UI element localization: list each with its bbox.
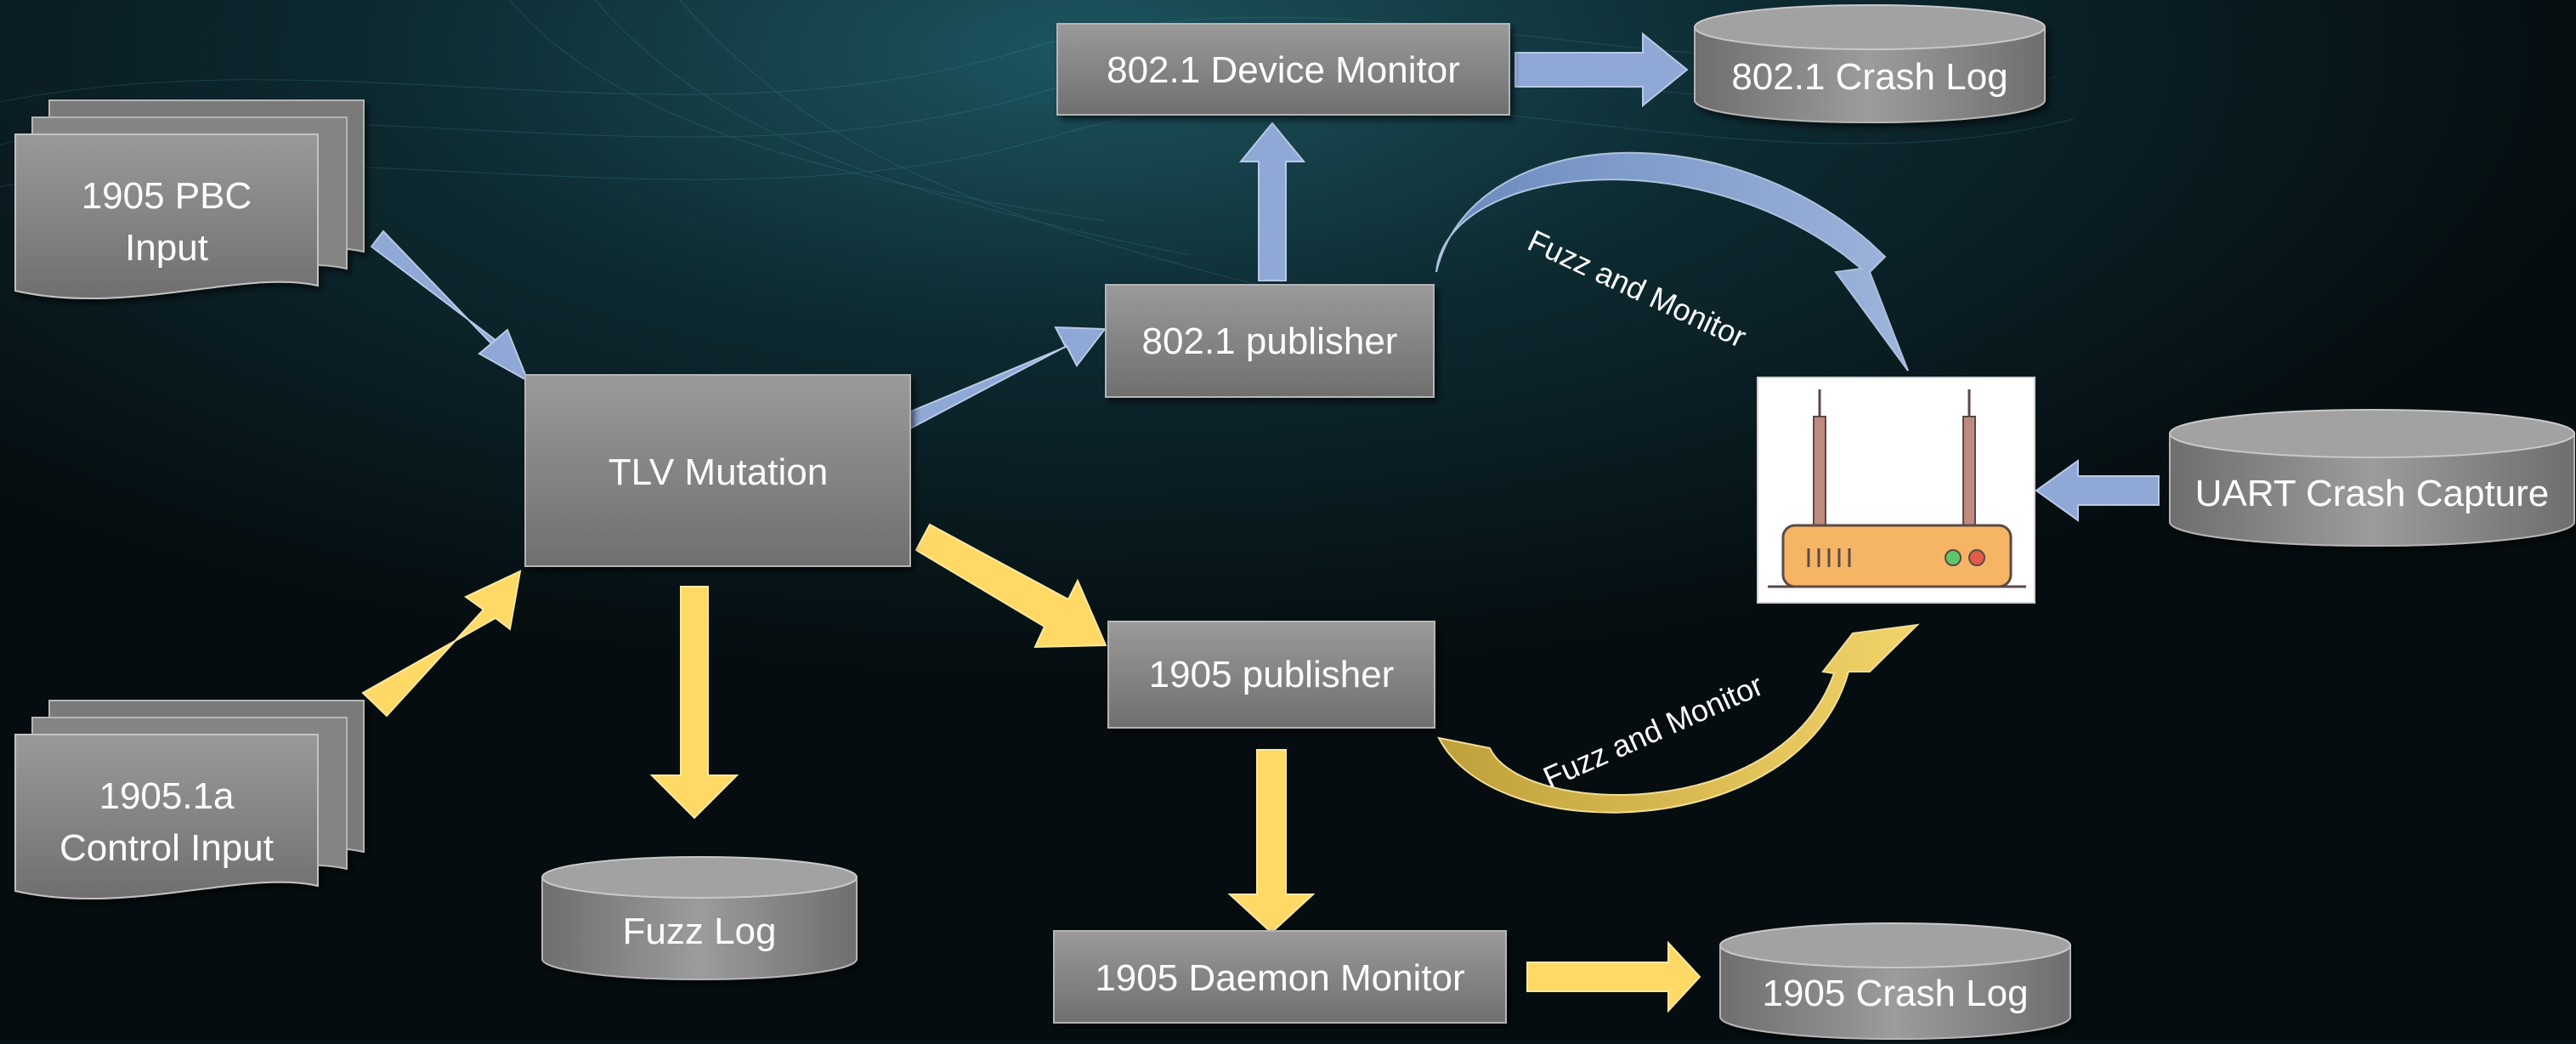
store-8021-crash-log: 802.1 Crash Log (1694, 4, 2046, 123)
input-pbc-stack: 1905 PBC Input (14, 99, 365, 299)
store-uart-crash-capture-label: UART Crash Capture (2195, 473, 2550, 514)
curved-arrow-top (1435, 151, 1909, 372)
process-1905-publisher-label: 1905 publisher (1149, 654, 1395, 695)
store-8021-crash-log-label: 802.1 Crash Log (1731, 56, 2007, 98)
process-1905-publisher: 1905 publisher (1107, 621, 1435, 729)
input-control-stack: 1905.1a Control Input (14, 700, 365, 899)
process-1905-daemon-monitor: 1905 Daemon Monitor (1053, 930, 1507, 1024)
process-8021-publisher: 802.1 publisher (1105, 284, 1435, 398)
arrow-tlv-to-fuzz-log (649, 586, 739, 820)
curved-arrow-bottom (1437, 623, 1920, 814)
arrow-tlv-to-8021-publisher (901, 326, 1107, 430)
store-1905-crash-log: 1905 Crash Log (1719, 922, 2071, 1040)
arrow-control-to-tlv (361, 570, 522, 718)
store-1905-crash-log-label: 1905 Crash Log (1762, 973, 2028, 1014)
process-tlv-mutation-label: TLV Mutation (609, 451, 828, 493)
arrow-device-monitor-to-crash-log (1514, 31, 1689, 108)
router-device (1757, 377, 2035, 604)
process-8021-publisher-label: 802.1 publisher (1142, 321, 1398, 362)
process-8021-device-monitor: 802.1 Device Monitor (1056, 23, 1510, 116)
input-control-line2: Control Input (59, 827, 274, 869)
input-pbc-line1: 1905 PBC (82, 175, 252, 217)
input-control-line1: 1905.1a (99, 775, 235, 817)
store-uart-crash-capture: UART Crash Capture (2169, 409, 2575, 547)
arrow-daemon-monitor-to-crash-log (1526, 940, 1701, 1013)
store-fuzz-log-label: Fuzz Log (623, 911, 777, 952)
arrow-tlv-to-1905-publisher (914, 523, 1107, 649)
process-tlv-mutation: TLV Mutation (524, 374, 911, 567)
arrow-publisher-to-daemon-monitor (1227, 749, 1316, 934)
process-8021-device-monitor-label: 802.1 Device Monitor (1107, 49, 1460, 91)
router-icon (1768, 389, 2026, 588)
process-1905-daemon-monitor-label: 1905 Daemon Monitor (1095, 957, 1464, 999)
arrow-pbc-to-tlv (370, 230, 529, 383)
store-fuzz-log: Fuzz Log (541, 856, 858, 980)
input-pbc-line2: Input (125, 227, 208, 269)
arrow-publisher-to-device-monitor (1238, 122, 1306, 281)
arrow-uart-to-router (2035, 459, 2160, 522)
